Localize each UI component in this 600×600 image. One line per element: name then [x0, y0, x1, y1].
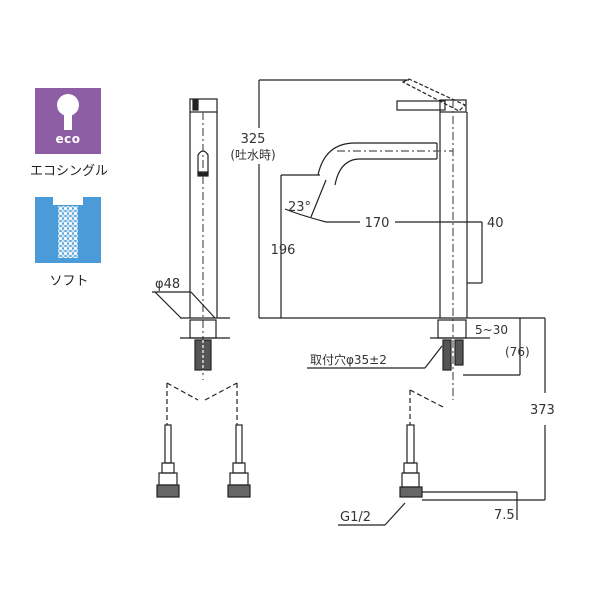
- dim-body-diameter: φ48: [155, 277, 180, 292]
- dim-hose-end: 7.5: [494, 508, 515, 523]
- front-view: [152, 98, 251, 498]
- dim-lever-offset: 40: [487, 216, 504, 231]
- side-view: [258, 78, 546, 526]
- dim-spout-reach: 170: [365, 216, 390, 231]
- dim-spout-height: 196: [271, 243, 296, 258]
- dim-height-note: (吐水時): [230, 148, 275, 162]
- dim-shank-length: (76): [505, 345, 530, 359]
- dim-height-total: 325: [241, 132, 266, 147]
- dim-counter-thickness: 5~30: [475, 323, 508, 337]
- eco-single-badge: eco: [35, 88, 101, 154]
- eco-single-caption: エコシングル: [29, 164, 108, 179]
- dim-mount-hole: 取付穴φ35±2: [310, 352, 387, 367]
- aerator-icon: [53, 197, 83, 205]
- dim-total-length: 373: [530, 403, 555, 418]
- eco-stem-icon: [64, 112, 72, 130]
- eco-bulb-icon: [57, 94, 79, 116]
- soft-stream-badge: [35, 197, 101, 263]
- soft-stream-icon: [58, 206, 78, 258]
- eco-label: eco: [55, 132, 81, 146]
- dim-connection-thread: G1/2: [340, 510, 371, 525]
- dim-spout-angle: 23°: [288, 200, 311, 215]
- soft-stream-caption: ソフト: [49, 274, 89, 289]
